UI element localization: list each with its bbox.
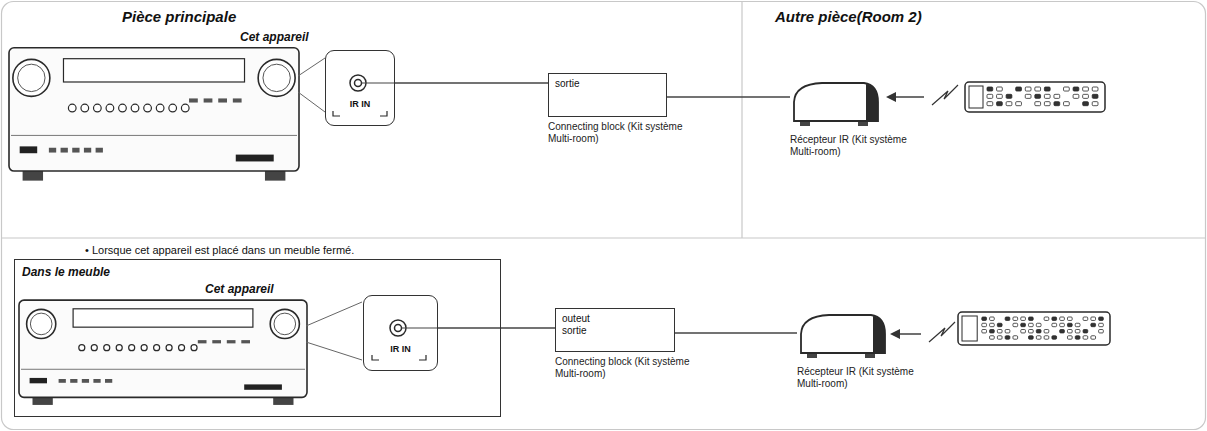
- room-heading: Pièce principale: [122, 8, 236, 25]
- block-caption: Connecting block (Kit système Multi-room…: [548, 121, 698, 145]
- ir-in-bracket: [372, 355, 426, 360]
- cable: [667, 96, 790, 97]
- remote-control: [965, 82, 1105, 112]
- receiver-caption: Récepteur IR (Kit système Multi-room): [790, 134, 930, 158]
- remote-control: [958, 312, 1110, 345]
- ir-receiver: Récepteur IR (Kit système Multi-room): [797, 310, 937, 390]
- av-receiver: [9, 48, 299, 181]
- zoom-leader: [298, 58, 325, 112]
- cable: [438, 327, 555, 328]
- ir-receiver-drawing: [794, 83, 878, 126]
- av-receiver: [19, 300, 307, 405]
- block-caption: Connecting block (Kit système Multi-room…: [555, 356, 705, 380]
- note-text: • Lorsque cet appareil est placé dans un…: [85, 244, 354, 256]
- connecting-block: sortieConnecting block (Kit système Mult…: [548, 73, 667, 117]
- port-label: sortie: [555, 78, 660, 90]
- port-label: sortie: [562, 325, 668, 337]
- panel-divider: [2, 237, 1206, 238]
- port-label: IR IN: [368, 344, 433, 354]
- receiver-caption: Récepteur IR (Kit système Multi-room): [797, 366, 937, 390]
- cable: [675, 332, 797, 333]
- ir-receiver-drawing: [801, 315, 885, 358]
- room-heading: Autre pièce(Room 2): [775, 8, 922, 25]
- ir-receiver: Récepteur IR (Kit système Multi-room): [790, 78, 930, 158]
- port-label: outeut: [562, 313, 668, 325]
- ir-in-callout: IR IN: [325, 50, 395, 126]
- device-label: Cet appareil: [240, 30, 309, 44]
- ir-in-jack: [390, 320, 437, 336]
- cable: [395, 82, 548, 83]
- port-label: IR IN: [330, 99, 390, 109]
- room-divider: [741, 2, 742, 239]
- ir-in-callout: IR IN: [363, 295, 438, 371]
- zoom-leader: [306, 302, 362, 360]
- device-label: Cet appareil: [205, 282, 274, 296]
- ir-signal-arrow: [886, 85, 958, 105]
- device-drawings: [9, 48, 1110, 405]
- ir-in-jack: [350, 75, 395, 91]
- ir-signal-arrow: [890, 322, 955, 342]
- connecting-block: outeutsortieConnecting block (Kit systèm…: [555, 308, 675, 352]
- ir-in-bracket: [333, 111, 387, 116]
- cabinet-box: Dans le meubleCet appareil IR IN: [14, 259, 501, 417]
- cabinet-title: Dans le meuble: [22, 265, 110, 279]
